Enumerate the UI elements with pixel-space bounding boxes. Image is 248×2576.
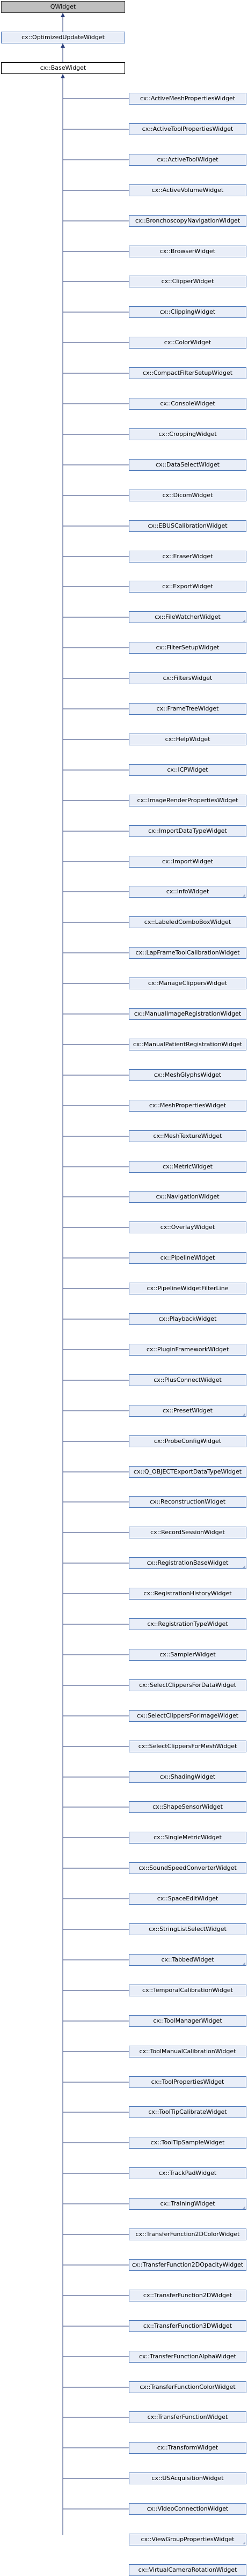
base-widget-node[interactable]: cx::BaseWidget <box>1 62 125 74</box>
transfer-function-widget-node[interactable]: cx::TransferFunctionWidget <box>129 2411 246 2423</box>
active-tool-widget-node[interactable]: cx::ActiveToolWidget <box>129 154 246 166</box>
active-tool-properties-widget-node[interactable]: cx::ActiveToolPropertiesWidget <box>129 123 246 135</box>
mesh-texture-widget-node[interactable]: cx::MeshTextureWidget <box>129 1130 246 1142</box>
data-select-widget-node[interactable]: cx::DataSelectWidget <box>129 459 246 471</box>
labeled-combo-box-widget-node[interactable]: cx::LabeledComboBoxWidget <box>129 916 246 928</box>
tool-tip-sample-widget-node[interactable]: cx::ToolTipSampleWidget <box>129 2137 246 2149</box>
overlay-widget-node[interactable]: cx::OverlayWidget <box>129 1222 246 1233</box>
track-pad-widget-node[interactable]: cx::TrackPadWidget <box>129 2167 246 2179</box>
help-widget-node[interactable]: cx::HelpWidget <box>129 734 246 745</box>
navigation-widget-node[interactable]: cx::NavigationWidget <box>129 1191 246 1203</box>
shape-sensor-widget-node[interactable]: cx::ShapeSensorWidget <box>129 1801 246 1813</box>
eraser-widget-node[interactable]: cx::EraserWidget <box>129 551 246 562</box>
view-group-properties-widget-node[interactable]: cx::ViewGroupPropertiesWidget <box>129 2534 246 2545</box>
playback-widget-node[interactable]: cx::PlaybackWidget <box>129 1313 246 1325</box>
optimized-update-widget-node[interactable]: cx::OptimizedUpdateWidget <box>1 32 125 43</box>
bronchoscopy-navigation-widget-node[interactable]: cx::BronchoscopyNavigationWidget <box>129 215 246 227</box>
plus-connect-widget-node[interactable]: cx::PlusConnectWidget <box>129 1374 246 1386</box>
string-list-select-widget-node[interactable]: cx::StringListSelectWidget <box>129 1923 246 1935</box>
training-widget-node[interactable]: cx::TrainingWidget <box>129 2198 246 2210</box>
mesh-glyphs-widget-node[interactable]: cx::MeshGlyphsWidget <box>129 1069 246 1081</box>
probe-config-widget-node[interactable]: cx::ProbeConfigWidget <box>129 1435 246 1447</box>
temporal-calibration-widget-node[interactable]: cx::TemporalCalibrationWidget <box>129 1985 246 1996</box>
virtual-camera-rotation-widget-node[interactable]: cx::VirtualCameraRotationWidget <box>129 2564 246 2576</box>
manual-image-registration-widget-node[interactable]: cx::ManualImageRegistrationWidget <box>129 1008 246 1020</box>
tool-manager-widget-node[interactable]: cx::ToolManagerWidget <box>129 2015 246 2027</box>
arrow-head-optimized <box>61 43 65 48</box>
cropping-widget-node[interactable]: cx::CroppingWidget <box>129 428 246 440</box>
image-render-properties-widget-node[interactable]: cx::ImageRenderPropertiesWidget <box>129 795 246 806</box>
transform-widget-node[interactable]: cx::TransformWidget <box>129 2442 246 2454</box>
clipping-widget-node[interactable]: cx::ClippingWidget <box>129 306 246 318</box>
transfer-function2-dwidget-node[interactable]: cx::TransferFunction2DWidget <box>129 2290 246 2301</box>
shading-widget-node[interactable]: cx::ShadingWidget <box>129 1771 246 1783</box>
tabbed-widget-node[interactable]: cx::TabbedWidget <box>129 1954 246 1966</box>
select-clippers-for-data-widget-node[interactable]: cx::SelectClippersForDataWidget <box>129 1679 246 1691</box>
color-widget-node[interactable]: cx::ColorWidget <box>129 337 246 349</box>
transfer-function2-dopacity-widget-node[interactable]: cx::TransferFunction2DOpacityWidget <box>129 2259 246 2271</box>
single-metric-widget-node[interactable]: cx::SingleMetricWidget <box>129 1832 246 1844</box>
frame-tree-widget-node[interactable]: cx::FrameTreeWidget <box>129 703 246 715</box>
arrow-head-qwidget <box>61 13 65 17</box>
dicom-widget-node[interactable]: cx::DicomWidget <box>129 490 246 501</box>
import-widget-node[interactable]: cx::ImportWidget <box>129 856 246 868</box>
icpwidget-node[interactable]: cx::ICPWidget <box>129 764 246 776</box>
filter-setup-widget-node[interactable]: cx::FilterSetupWidget <box>129 642 246 654</box>
pipeline-widget-filter-line-node[interactable]: cx::PipelineWidgetFilterLine <box>129 1283 246 1294</box>
preset-widget-node[interactable]: cx::PresetWidget <box>129 1405 246 1417</box>
tool-tip-calibrate-widget-node[interactable]: cx::ToolTipCalibrateWidget <box>129 2106 246 2118</box>
info-widget-node[interactable]: cx::InfoWidget <box>129 886 246 898</box>
compact-filter-setup-widget-node[interactable]: cx::CompactFilterSetupWidget <box>129 367 246 379</box>
usacquisition-widget-node[interactable]: cx::USAcquisitionWidget <box>129 2473 246 2484</box>
registration-history-widget-node[interactable]: cx::RegistrationHistoryWidget <box>129 1588 246 1600</box>
import-data-type-widget-node[interactable]: cx::ImportDataTypeWidget <box>129 825 246 837</box>
q-objectexport-data-type-widget-node[interactable]: cx::Q_OBJECTExportDataTypeWidget <box>129 1466 246 1478</box>
tool-manual-calibration-widget-node[interactable]: cx::ToolManualCalibrationWidget <box>129 2046 246 2057</box>
clipper-widget-node[interactable]: cx::ClipperWidget <box>129 276 246 287</box>
pipeline-widget-node[interactable]: cx::PipelineWidget <box>129 1252 246 1264</box>
mesh-properties-widget-node[interactable]: cx::MeshPropertiesWidget <box>129 1100 246 1112</box>
console-widget-node[interactable]: cx::ConsoleWidget <box>129 398 246 410</box>
export-widget-node[interactable]: cx::ExportWidget <box>129 581 246 593</box>
file-watcher-widget-node[interactable]: cx::FileWatcherWidget <box>129 611 246 623</box>
browser-widget-node[interactable]: cx::BrowserWidget <box>129 246 246 257</box>
registration-type-widget-node[interactable]: cx::RegistrationTypeWidget <box>129 1618 246 1630</box>
active-mesh-properties-widget-node[interactable]: cx::ActiveMeshPropertiesWidget <box>129 93 246 105</box>
sampler-widget-node[interactable]: cx::SamplerWidget <box>129 1649 246 1661</box>
arrow-head-base <box>61 74 65 78</box>
sound-speed-converter-widget-node[interactable]: cx::SoundSpeedConverterWidget <box>129 1862 246 1874</box>
transfer-function2-dcolor-widget-node[interactable]: cx::TransferFunction2DColorWidget <box>129 2229 246 2240</box>
select-clippers-for-mesh-widget-node[interactable]: cx::SelectClippersForMeshWidget <box>129 1741 246 1752</box>
manage-clippers-widget-node[interactable]: cx::ManageClippersWidget <box>129 978 246 989</box>
transfer-function3-dwidget-node[interactable]: cx::TransferFunction3DWidget <box>129 2320 246 2332</box>
record-session-widget-node[interactable]: cx::RecordSessionWidget <box>129 1527 246 1538</box>
registration-base-widget-node[interactable]: cx::RegistrationBaseWidget <box>129 1557 246 1569</box>
metric-widget-node[interactable]: cx::MetricWidget <box>129 1161 246 1173</box>
active-volume-widget-node[interactable]: cx::ActiveVolumeWidget <box>129 184 246 196</box>
transfer-function-alpha-widget-node[interactable]: cx::TransferFunctionAlphaWidget <box>129 2351 246 2363</box>
video-connection-widget-node[interactable]: cx::VideoConnectionWidget <box>129 2503 246 2515</box>
qwidget-node[interactable]: QWidget <box>1 1 125 13</box>
tool-properties-widget-node[interactable]: cx::ToolPropertiesWidget <box>129 2076 246 2088</box>
plugin-framework-widget-node[interactable]: cx::PluginFrameworkWidget <box>129 1344 246 1356</box>
space-edit-widget-node[interactable]: cx::SpaceEditWidget <box>129 1893 246 1905</box>
transfer-function-color-widget-node[interactable]: cx::TransferFunctionColorWidget <box>129 2381 246 2393</box>
reconstruction-widget-node[interactable]: cx::ReconstructionWidget <box>129 1496 246 1508</box>
manual-patient-registration-widget-node[interactable]: cx::ManualPatientRegistrationWidget <box>129 1039 246 1050</box>
filters-widget-node[interactable]: cx::FiltersWidget <box>129 672 246 684</box>
ebuscalibration-widget-node[interactable]: cx::EBUSCalibrationWidget <box>129 520 246 532</box>
select-clippers-for-image-widget-node[interactable]: cx::SelectClippersForImageWidget <box>129 1710 246 1722</box>
lap-frame-tool-calibration-widget-node[interactable]: cx::LapFrameToolCalibrationWidget <box>129 947 246 959</box>
